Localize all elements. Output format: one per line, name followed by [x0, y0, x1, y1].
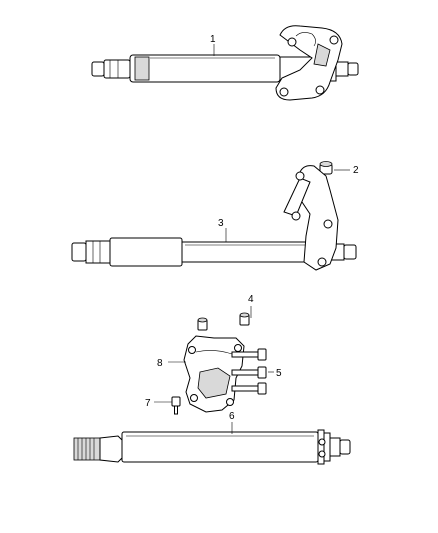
callout-7: 7	[145, 398, 151, 409]
callout-2: 2	[353, 165, 359, 176]
callout-6: 6	[229, 411, 235, 422]
bracket-part-8	[183, 335, 245, 413]
callout-8: 8	[157, 358, 163, 369]
bolts-part-5	[231, 348, 267, 395]
shaft-part-6	[73, 429, 351, 465]
nut-part-4	[239, 312, 250, 326]
callout-3: 3	[218, 218, 224, 229]
callout-4: 4	[248, 294, 254, 305]
callout-5: 5	[276, 368, 282, 379]
shaft-assembly-3	[71, 165, 357, 271]
cap-part-2	[319, 161, 333, 175]
nut-small	[197, 317, 208, 331]
bolt-part-7	[171, 396, 181, 415]
callout-1: 1	[210, 34, 216, 45]
shaft-assembly-1	[91, 25, 359, 101]
